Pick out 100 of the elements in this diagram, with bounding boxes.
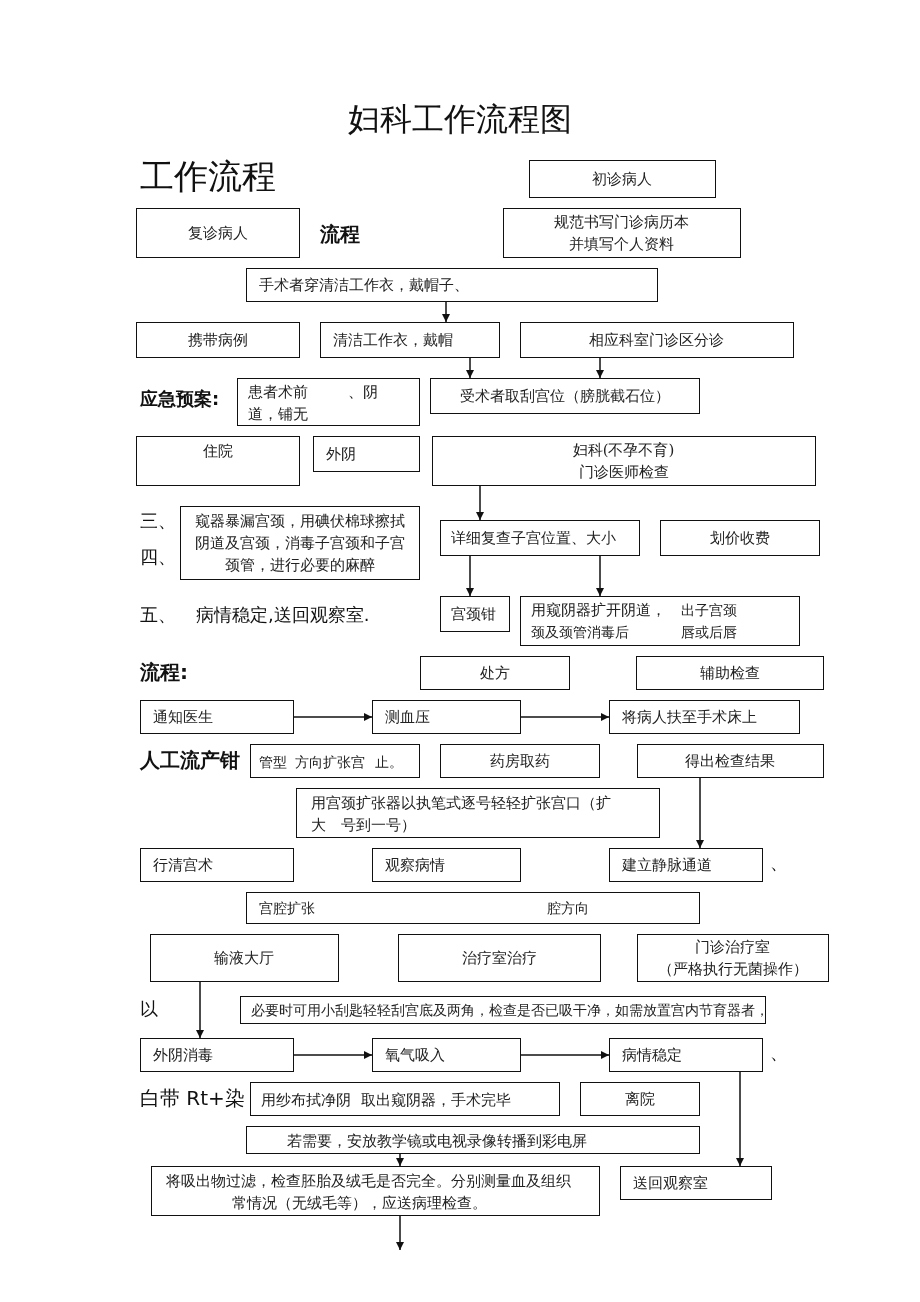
process-box <box>609 700 800 734</box>
box-text: 若需要，安放教学镜或电视录像转播到彩电屏 <box>287 1131 587 1152</box>
box-text: （严格执行无菌操作） <box>656 958 809 980</box>
box-text: 方向扩张宫 <box>295 753 365 772</box>
box-text: 管型 <box>259 753 287 772</box>
process-box <box>609 1038 763 1072</box>
heading-text: 、 <box>770 852 788 874</box>
box-text: 详细复查子宫位置、大小 <box>451 528 616 549</box>
box-text: 观察病情 <box>385 855 445 876</box>
box-text: 将病人扶至手术床上 <box>622 707 757 728</box>
heading-text: 工作流程 <box>140 156 276 197</box>
process-box <box>529 160 716 198</box>
box-text: 唇或后唇 <box>681 623 737 642</box>
box-text: 止。 <box>375 753 403 772</box>
arrow <box>520 713 610 721</box>
process-box <box>237 378 420 426</box>
box-text: 病情稳定 <box>622 1045 682 1066</box>
box-text: 处方 <box>478 662 511 684</box>
heading-text: 白带 Rt+染 <box>140 1086 245 1110</box>
process-box <box>250 744 420 778</box>
heading-text: 人工流产钳 <box>140 748 240 772</box>
process-box <box>637 934 829 982</box>
heading-text: 四、 <box>140 546 176 568</box>
arrow <box>293 1051 373 1059</box>
arrow <box>596 357 604 379</box>
process-box <box>520 322 794 358</box>
heading-text: 、 <box>770 1042 788 1064</box>
process-box <box>313 436 420 472</box>
box-text: 宫腔扩张 <box>259 899 315 918</box>
process-box <box>140 700 294 734</box>
box-text: 用宫颈扩张器以执笔式逐号轻轻扩张宫口（扩 <box>311 793 611 814</box>
process-box <box>420 656 570 690</box>
box-text: 受术者取刮宫位（膀胱截石位） <box>458 385 671 407</box>
box-text: 离院 <box>623 1088 656 1110</box>
box-text: 腔方向 <box>547 899 589 918</box>
box-text: 划价收费 <box>708 527 771 549</box>
box-text: 将吸出物过滤，检查胚胎及绒毛是否完全。分别测量血及组织 <box>166 1171 571 1192</box>
box-text: 送回观察室 <box>633 1173 708 1194</box>
box-text: 妇科(不孕不育) <box>571 439 676 461</box>
process-box <box>660 520 820 556</box>
box-text: 住院 <box>201 441 234 462</box>
box-text: 行清宫术 <box>153 855 213 876</box>
box-text: 得出检查结果 <box>684 750 776 772</box>
process-box <box>636 656 824 690</box>
process-box <box>150 934 339 982</box>
process-box <box>372 700 521 734</box>
box-text: 外阴 <box>326 444 356 465</box>
process-box <box>440 596 510 632</box>
box-text: 手术者穿清洁工作衣，戴帽子、 <box>259 275 469 296</box>
arrow <box>476 485 484 521</box>
box-text: 门诊医师检查 <box>577 461 670 483</box>
process-box <box>246 892 700 924</box>
process-box <box>140 1038 294 1072</box>
arrow <box>196 981 204 1039</box>
arrow <box>293 713 373 721</box>
box-text: 初诊病人 <box>591 168 653 190</box>
process-box <box>620 1166 772 1200</box>
box-text: 药房取药 <box>488 750 551 772</box>
box-text: 患者术前 <box>248 382 308 403</box>
process-box <box>246 268 658 302</box>
process-box <box>250 1082 560 1116</box>
process-box <box>136 208 300 258</box>
box-text: 窥器暴漏宫颈，用碘伏棉球擦拭阴道及宫颈，消毒子宫颈和子宫颈管，进行必要的麻醉 <box>194 511 406 576</box>
process-box <box>140 848 294 882</box>
heading-text: 三、 <box>140 510 176 532</box>
box-text: 用纱布拭净阴 <box>261 1090 351 1111</box>
box-text: 建立静脉通道 <box>622 855 712 876</box>
box-text: 输液大厅 <box>213 947 275 969</box>
arrow <box>696 777 704 849</box>
process-box <box>398 934 601 982</box>
process-box <box>503 208 741 258</box>
box-text: 辅助检查 <box>698 662 761 684</box>
process-box <box>296 788 660 838</box>
heading-text: 以 <box>140 998 158 1020</box>
box-text: 道，铺无 <box>248 404 308 425</box>
process-box <box>432 436 816 486</box>
process-box <box>440 744 600 778</box>
heading-text: 流程 <box>320 222 360 246</box>
process-box <box>609 848 763 882</box>
process-box <box>246 1126 700 1154</box>
box-text: 携带病例 <box>186 329 249 351</box>
box-text: 出子宫颈 <box>681 601 737 620</box>
arrow <box>396 1215 404 1251</box>
box-text: 取出窥阴器，手术完毕 <box>361 1090 511 1111</box>
box-text: 门诊治疗室 <box>694 936 771 958</box>
box-text: 用窥阴器扩开阴道， <box>531 600 666 621</box>
heading-text: 应急预案: <box>140 388 220 410</box>
process-box <box>372 848 521 882</box>
process-box <box>136 322 300 358</box>
heading-text: 病情稳定,送回观察室. <box>196 604 370 626</box>
process-box <box>180 506 420 580</box>
arrow <box>396 1153 404 1167</box>
box-text: 治疗室治疗 <box>460 947 538 969</box>
box-text: 测血压 <box>385 707 430 728</box>
box-text: 外阴消毒 <box>153 1045 213 1066</box>
process-box <box>320 322 500 358</box>
box-text: 通知医生 <box>153 707 213 728</box>
box-text: 号到一号） <box>341 815 416 836</box>
box-text: 必要时可用小刮匙轻轻刮宫底及两角，检查是否已吸干净，如需放置宫内节育器者， <box>251 1001 769 1020</box>
arrow <box>466 357 474 379</box>
